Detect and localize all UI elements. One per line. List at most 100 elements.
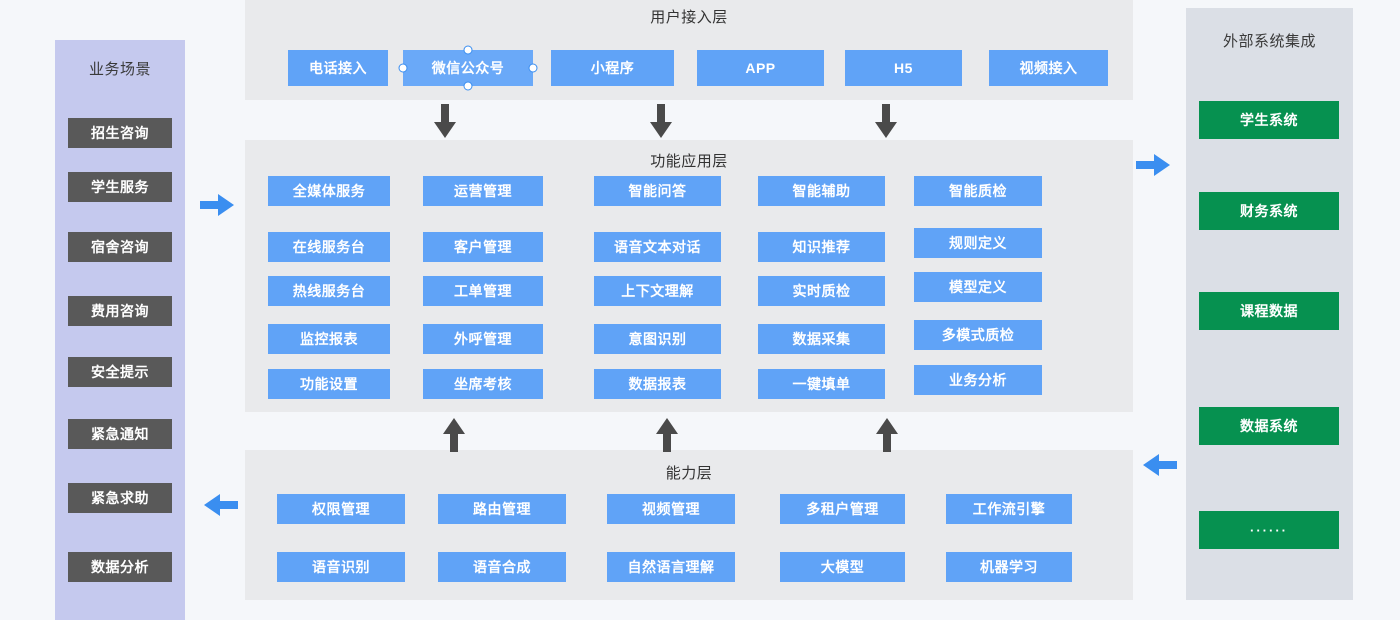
node-label: 在线服务台 (292, 239, 366, 255)
node-label: 规则定义 (949, 235, 1007, 251)
node-label: 微信公众号 (431, 60, 505, 76)
node-label: 热线服务台 (292, 283, 366, 299)
node-label: ······ (1250, 522, 1288, 538)
function-node-c5-r5[interactable]: 业务分析 (914, 365, 1042, 395)
function-node-c4-r2[interactable]: 知识推荐 (758, 232, 885, 262)
capability-node-r1-c3[interactable]: 视频管理 (607, 494, 735, 524)
access-channel-node-6[interactable]: 视频接入 (989, 50, 1108, 86)
node-label: 路由管理 (473, 501, 531, 517)
capability-node-r1-c4[interactable]: 多租户管理 (780, 494, 905, 524)
function-node-c1-r5[interactable]: 功能设置 (268, 369, 390, 399)
node-label: 费用咨询 (91, 303, 149, 319)
down-arrow-2 (648, 104, 674, 142)
user-access-layer-panel: 用户接入层 (245, 0, 1133, 100)
node-label: 功能设置 (300, 376, 358, 392)
access-channel-node-5[interactable]: H5 (845, 50, 962, 86)
function-node-c1-r3[interactable]: 热线服务台 (268, 276, 390, 306)
function-node-c1-r1[interactable]: 全媒体服务 (268, 176, 390, 206)
function-node-c2-r1[interactable]: 运营管理 (423, 176, 543, 206)
function-node-c2-r4[interactable]: 外呼管理 (423, 324, 543, 354)
external-system-node-4[interactable]: 数据系统 (1199, 407, 1339, 445)
external-system-node-5[interactable]: ······ (1199, 511, 1339, 549)
function-node-c1-r2[interactable]: 在线服务台 (268, 232, 390, 262)
function-node-c4-r4[interactable]: 数据采集 (758, 324, 885, 354)
scenario-node-5[interactable]: 安全提示 (68, 357, 172, 387)
up-arrow-3 (874, 414, 900, 452)
function-node-c3-r2[interactable]: 语音文本对话 (594, 232, 721, 262)
scenario-node-4[interactable]: 费用咨询 (68, 296, 172, 326)
external-system-integration-title: 外部系统集成 (1222, 33, 1316, 50)
scenario-node-3[interactable]: 宿舍咨询 (68, 232, 172, 262)
node-label: 招生咨询 (91, 125, 149, 141)
capability-node-r2-c5[interactable]: 机器学习 (946, 552, 1072, 582)
function-node-c3-r4[interactable]: 意图识别 (594, 324, 721, 354)
node-label: 财务系统 (1240, 203, 1298, 219)
node-label: 监控报表 (300, 331, 358, 347)
function-node-c1-r4[interactable]: 监控报表 (268, 324, 390, 354)
business-scenario-title: 业务场景 (88, 61, 151, 78)
function-node-c2-r2[interactable]: 客户管理 (423, 232, 543, 262)
node-label: 视频管理 (642, 501, 700, 517)
node-label: 意图识别 (628, 331, 687, 347)
access-channel-node-3[interactable]: 小程序 (551, 50, 674, 86)
right-function-to-external-arrow (1136, 152, 1174, 178)
access-channel-node-1[interactable]: 电话接入 (288, 50, 388, 86)
capability-node-r1-c2[interactable]: 路由管理 (438, 494, 566, 524)
function-node-c3-r1[interactable]: 智能问答 (594, 176, 721, 206)
capability-node-r1-c5[interactable]: 工作流引擎 (946, 494, 1072, 524)
function-node-c2-r5[interactable]: 坐席考核 (423, 369, 543, 399)
selection-handle-bottom[interactable] (463, 81, 473, 91)
external-system-node-3[interactable]: 课程数据 (1199, 292, 1339, 330)
capability-node-r2-c1[interactable]: 语音识别 (277, 552, 405, 582)
function-node-c4-r5[interactable]: 一键填单 (758, 369, 885, 399)
node-label: 工单管理 (454, 283, 512, 299)
node-label: 坐席考核 (454, 376, 512, 392)
node-label: 宿舍咨询 (91, 239, 149, 255)
capability-node-r1-c1[interactable]: 权限管理 (277, 494, 405, 524)
scenario-node-2[interactable]: 学生服务 (68, 172, 172, 202)
node-label: 智能辅助 (792, 183, 851, 199)
node-label: 多模式质检 (941, 327, 1015, 343)
node-label: 课程数据 (1240, 303, 1298, 319)
node-label: 运营管理 (454, 183, 512, 199)
node-label: 学生系统 (1240, 112, 1298, 128)
function-node-c5-r3[interactable]: 模型定义 (914, 272, 1042, 302)
selection-handle-top[interactable] (463, 45, 473, 55)
function-node-c3-r3[interactable]: 上下文理解 (594, 276, 721, 306)
architecture-diagram-canvas: 业务场景 外部系统集成 用户接入层 功能应用层 能力层 招生咨询学生服务宿舍咨询… (55, 0, 1353, 620)
node-label: 数据系统 (1240, 418, 1298, 434)
node-label: 数据分析 (91, 559, 149, 575)
scenario-node-8[interactable]: 数据分析 (68, 552, 172, 582)
scenario-node-7[interactable]: 紧急求助 (68, 483, 172, 513)
node-label: 实时质检 (792, 283, 851, 299)
capability-node-r2-c2[interactable]: 语音合成 (438, 552, 566, 582)
function-node-c5-r1[interactable]: 智能质检 (914, 176, 1042, 206)
scenario-node-1[interactable]: 招生咨询 (68, 118, 172, 148)
up-arrow-2 (654, 414, 680, 452)
selection-handle-left[interactable] (398, 63, 408, 73)
selection-handle-right[interactable] (528, 63, 538, 73)
external-system-node-1[interactable]: 学生系统 (1199, 101, 1339, 139)
node-label: 紧急通知 (91, 426, 149, 442)
node-label: 一键填单 (792, 376, 851, 392)
access-channel-node-4[interactable]: APP (697, 50, 824, 86)
left-scenario-to-function-arrow (200, 192, 238, 218)
left-function-to-scenario-arrow (200, 492, 238, 518)
function-node-c3-r5[interactable]: 数据报表 (594, 369, 721, 399)
function-node-c2-r3[interactable]: 工单管理 (423, 276, 543, 306)
node-label: 自然语言理解 (627, 559, 715, 575)
up-arrow-1 (441, 414, 467, 452)
access-channel-node-2[interactable]: 微信公众号 (398, 45, 538, 91)
node-label: H5 (894, 60, 913, 76)
node-label: 权限管理 (312, 501, 370, 517)
node-label: 客户管理 (454, 239, 512, 255)
capability-node-r2-c3[interactable]: 自然语言理解 (607, 552, 735, 582)
scenario-node-6[interactable]: 紧急通知 (68, 419, 172, 449)
function-node-c5-r2[interactable]: 规则定义 (914, 228, 1042, 258)
function-node-c4-r1[interactable]: 智能辅助 (758, 176, 885, 206)
function-node-c5-r4[interactable]: 多模式质检 (914, 320, 1042, 350)
function-node-c4-r3[interactable]: 实时质检 (758, 276, 885, 306)
external-system-node-2[interactable]: 财务系统 (1199, 192, 1339, 230)
node-label: 全媒体服务 (292, 183, 366, 199)
capability-node-r2-c4[interactable]: 大模型 (780, 552, 905, 582)
